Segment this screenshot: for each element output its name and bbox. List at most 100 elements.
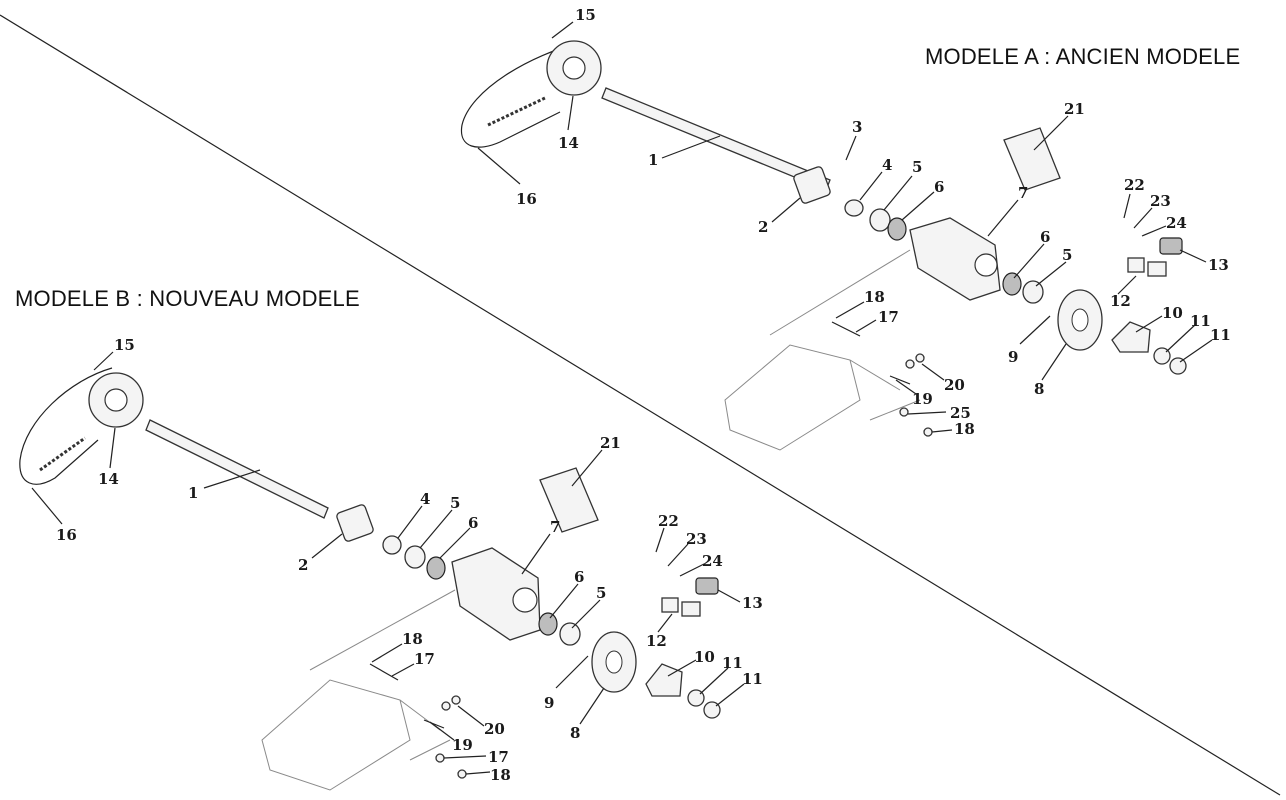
- model-a-callout: 10: [1162, 304, 1183, 322]
- model-a-callout: 17: [878, 308, 899, 326]
- model-b-washer-20a: [441, 701, 451, 711]
- model-b-axle-shaft: [145, 419, 329, 519]
- model-a-leader-21: [1033, 115, 1069, 151]
- model-a-leader-5: [883, 175, 913, 211]
- model-a-chain-links: [487, 96, 546, 127]
- model-a-callout: 16: [516, 190, 537, 208]
- model-a-bolt-19: [889, 375, 911, 385]
- model-a-callout: 22: [1124, 176, 1145, 194]
- model-a-washer-20a: [905, 359, 915, 369]
- model-a-callout: 6: [1040, 228, 1050, 246]
- model-a-brake-pad-2: [1147, 261, 1167, 277]
- model-a-callout: 24: [1166, 214, 1187, 232]
- model-b-leader-22: [655, 527, 665, 553]
- model-b-leader-17: [391, 663, 415, 677]
- model-a-callout: 4: [882, 156, 892, 174]
- model-b-sprocket-hub: [104, 388, 128, 412]
- model-b-callout: 6: [574, 568, 584, 586]
- model-a-bearing-outer: [869, 208, 891, 232]
- model-b-leader-1: [203, 469, 261, 489]
- model-a-brake-disc-center: [1071, 308, 1089, 332]
- model-b-callout: 6: [468, 514, 478, 532]
- model-a-spacer: [844, 199, 864, 217]
- model-b-callout: 17: [488, 748, 509, 766]
- model-b-callout: 2: [298, 556, 308, 574]
- model-b-washer-18: [457, 769, 467, 779]
- model-b-title: MODELE B : NOUVEAU MODELE: [15, 286, 360, 311]
- model-b-callout: 10: [694, 648, 715, 666]
- model-b-leader-4: [397, 505, 423, 539]
- model-b-bearing-right-inner: [538, 612, 558, 636]
- model-a-callout: 5: [1062, 246, 1072, 264]
- model-b-bearing-right-outer: [559, 622, 581, 646]
- model-b-leader-23: [667, 543, 689, 567]
- model-b-callout: 16: [56, 526, 77, 544]
- model-a-leader-24: [1141, 225, 1167, 237]
- model-b-leader-6b: [549, 583, 579, 619]
- model-b-leader-12: [657, 613, 673, 633]
- model-a-nut-2: [1169, 357, 1187, 375]
- model-b-brake-disc-center: [605, 650, 623, 674]
- model-a-callout: 2: [758, 218, 768, 236]
- model-b-brake-pad-2: [681, 601, 701, 617]
- model-a-brake-pad-1: [1127, 257, 1145, 273]
- model-a-bearing-housing: [909, 217, 1001, 301]
- model-a-leader-16: [477, 147, 521, 185]
- model-b-callout: 18: [490, 766, 511, 784]
- model-a-callout: 13: [1208, 256, 1229, 274]
- model-a-title: MODELE A : ANCIEN MODELE: [925, 44, 1241, 69]
- model-a-leader-10: [1135, 315, 1163, 333]
- model-a-callout: 23: [1150, 192, 1171, 210]
- model-b-bolt-19: [423, 719, 445, 729]
- model-b-callout: 11: [722, 654, 743, 672]
- model-b-leader-21: [571, 449, 603, 487]
- model-b-leader-18b: [465, 771, 491, 775]
- model-b-washer-17: [435, 753, 445, 763]
- model-b-leader-13: [717, 589, 741, 603]
- model-a-leader-23: [1133, 207, 1153, 229]
- model-a-bearing-right-outer: [1022, 280, 1044, 304]
- model-b-callout: 5: [450, 494, 460, 512]
- model-b-leader-7: [521, 533, 551, 575]
- model-a-callout: 6: [934, 178, 944, 196]
- model-a-leader-15: [551, 21, 574, 39]
- model-a-hub-flange: [793, 166, 831, 204]
- model-a-callout: 12: [1110, 292, 1131, 310]
- model-divider-line: [0, 14, 1281, 796]
- model-b-leader-24: [679, 563, 705, 577]
- model-a-leader-2: [771, 197, 801, 223]
- model-a-callout: 18: [864, 288, 885, 306]
- model-b-callout: 24: [702, 552, 723, 570]
- model-a-washer-20b: [915, 353, 925, 363]
- model-b-callout: 4: [420, 490, 430, 508]
- model-b-leader-8: [579, 687, 605, 725]
- model-a-chain: [460, 41, 583, 148]
- model-b-leader-18: [371, 643, 403, 663]
- model-b-brake-pad-1: [661, 597, 679, 613]
- model-a-leader-6: [901, 191, 935, 221]
- model-b-callout: 17: [414, 650, 435, 668]
- model-a-leader-25: [907, 411, 947, 415]
- model-b-leader-11a: [699, 667, 729, 695]
- model-b-leader-17b: [443, 755, 487, 759]
- model-b-washer-20b: [451, 695, 461, 705]
- model-b-callout: 20: [484, 720, 505, 738]
- model-a-leader-11a: [1165, 323, 1197, 353]
- model-b-callout: 21: [600, 434, 621, 452]
- model-b-leader-16: [31, 487, 63, 525]
- model-b-callout: 15: [114, 336, 135, 354]
- model-a-leader-18: [835, 301, 865, 319]
- model-a-bearing-right-inner: [1002, 272, 1022, 296]
- model-a-leader-13: [1179, 249, 1207, 263]
- model-b-leader-20: [457, 705, 485, 727]
- model-a-leader-5b: [1035, 261, 1067, 287]
- model-a-callout: 15: [575, 6, 596, 24]
- model-a-leader-17: [855, 319, 877, 333]
- model-a-callout: 19: [912, 390, 933, 408]
- model-a-callout: 14: [558, 134, 579, 152]
- model-b-leader-14: [109, 427, 116, 469]
- model-a-washer-25: [899, 407, 909, 417]
- model-a-callout: 5: [912, 158, 922, 176]
- model-b-leader-9: [555, 655, 589, 689]
